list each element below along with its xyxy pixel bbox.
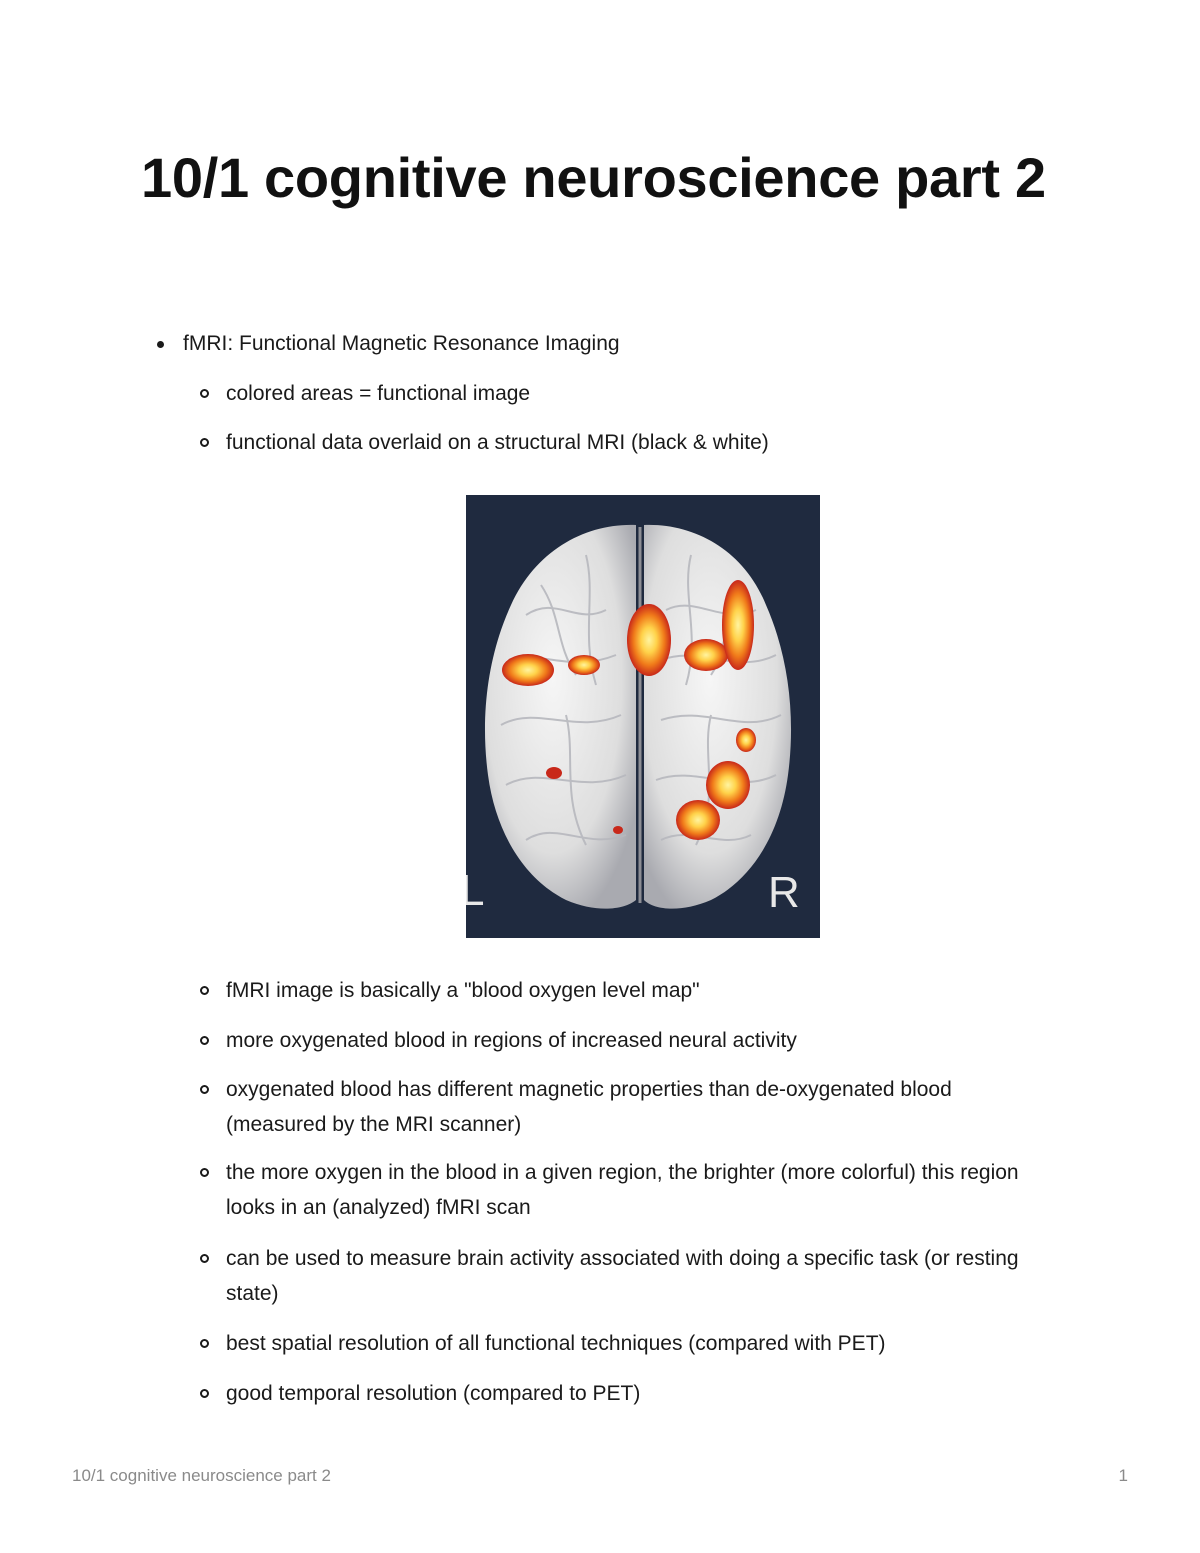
page-title: 10/1 cognitive neuroscience part 2 [141, 146, 1046, 209]
list-item-blood-oxygen-map: fMRI image is basically a "blood oxygen … [200, 973, 1056, 1008]
list-item-functional-data-overlay: functional data overlaid on a structural… [200, 425, 1056, 460]
list-item-oxygenated-blood: more oxygenated blood in regions of incr… [200, 1023, 1056, 1058]
activation-regions [502, 580, 756, 840]
list-item-measure-activity: can be used to measure brain activity as… [200, 1241, 1056, 1311]
brain-left-hemisphere [484, 524, 636, 909]
footer-title: 10/1 cognitive neuroscience part 2 [72, 1466, 331, 1485]
list-item-temporal-resolution: good temporal resolution (compared to PE… [200, 1376, 1056, 1411]
fmri-brain-image: L R [460, 495, 820, 938]
list-item-magnetic-properties: oxygenated blood has different magnetic … [200, 1072, 1056, 1142]
figure-right-label: R [768, 868, 800, 917]
list-item-brighter-region: the more oxygen in the blood in a given … [200, 1155, 1056, 1225]
list-item-fmri: fMRI: Functional Magnetic Resonance Imag… [157, 330, 620, 358]
list-item-colored-areas: colored areas = functional image [200, 376, 1056, 411]
figure-left-label: L [466, 866, 484, 915]
list-item-spatial-resolution: best spatial resolution of all functiona… [200, 1326, 1056, 1361]
page-number: 1 [1118, 1466, 1128, 1485]
